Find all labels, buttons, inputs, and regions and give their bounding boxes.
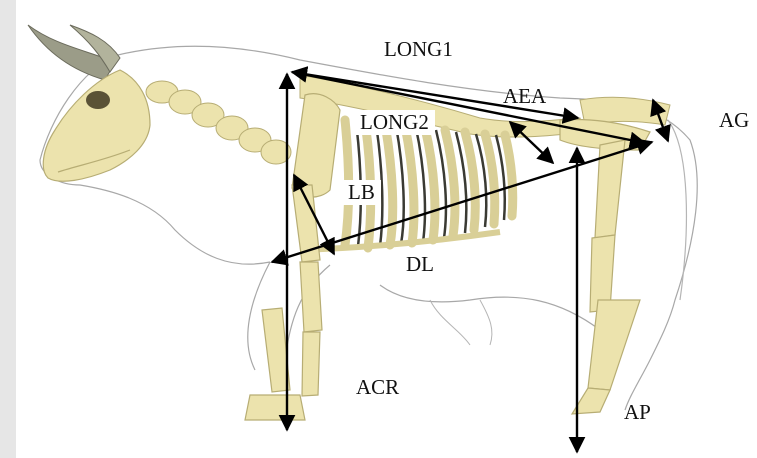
label-long1: LONG1	[384, 39, 453, 60]
eye-orbit	[86, 91, 110, 109]
label-acr: ACR	[356, 377, 399, 398]
label-lb: LB	[342, 180, 381, 205]
label-long2: LONG2	[354, 110, 435, 135]
cervical-vertebrae	[146, 81, 291, 164]
label-dl: DL	[400, 252, 440, 277]
tail-outline	[668, 120, 686, 300]
scapula	[292, 94, 340, 198]
skull	[43, 70, 150, 181]
label-ag: AG	[719, 110, 749, 131]
label-ap: AP	[624, 402, 651, 423]
foreleg-bones	[245, 185, 322, 420]
hindleg-bones	[572, 140, 640, 414]
label-aea: AEA	[503, 86, 546, 107]
belly-outline	[430, 300, 492, 345]
scan-shadow	[0, 0, 16, 458]
